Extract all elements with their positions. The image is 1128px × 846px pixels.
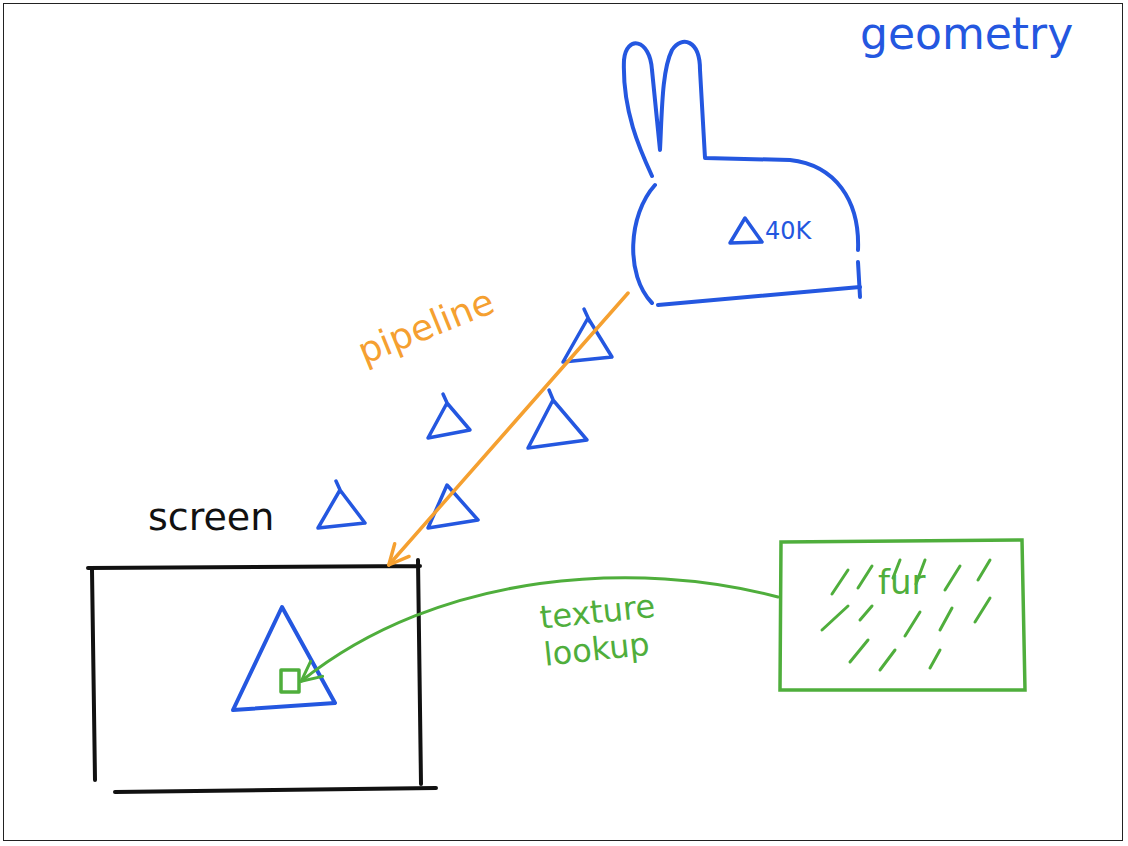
texture-lookup-arrow: [301, 578, 778, 682]
bunny-shape-outline: [610, 40, 880, 315]
triangle-icon: [318, 481, 365, 528]
bunny-shape: geometry40K: [610, 40, 880, 315]
pipeline-label: pipeline: [352, 259, 553, 372]
geometry-label: geometry: [860, 10, 1073, 58]
texture-box: fur: [778, 540, 1026, 692]
arrow-head: [301, 661, 322, 681]
screen-label: screen: [148, 497, 274, 539]
triangle-count: 40K: [765, 218, 811, 244]
texture-lookup-arrow-line: [301, 578, 778, 682]
frame-border: [3, 3, 1123, 841]
triangle-icon: [563, 309, 612, 362]
screen-box: screen: [90, 565, 422, 793]
triangle-icon: [428, 394, 470, 438]
texture-lookup-label: texture lookup: [538, 582, 720, 673]
screen-box-outline: [90, 565, 422, 793]
fur-label: fur: [878, 564, 926, 601]
arrow-head: [389, 544, 409, 565]
texture-box-outline: [778, 540, 1026, 692]
